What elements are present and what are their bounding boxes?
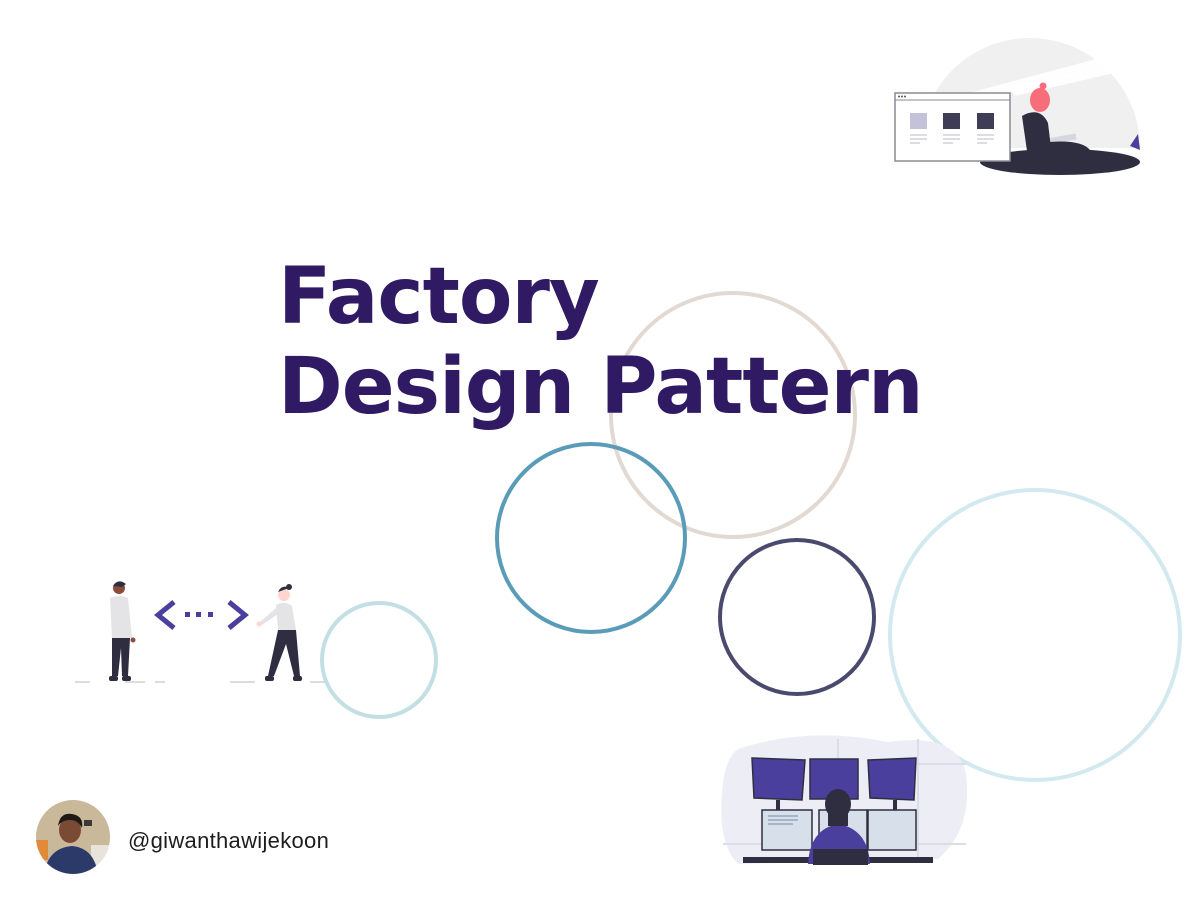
monitoring-workstation-illustration — [721, 735, 968, 865]
beige-ring — [609, 291, 857, 539]
pale-blue-ring-small — [320, 601, 438, 719]
title-line-2: Design Pattern — [278, 342, 924, 432]
title-line-1: Factory — [278, 252, 600, 342]
avatar — [36, 800, 110, 874]
profile-photo-icon — [36, 800, 110, 874]
page-title: Factory Design Pattern — [278, 252, 924, 432]
author-handle: @giwanthawijekoon — [128, 828, 330, 853]
two-people-connecting-illustration — [75, 581, 325, 683]
pale-blue-ring-large — [888, 488, 1182, 782]
navy-ring — [718, 538, 876, 696]
teal-ring — [495, 442, 687, 634]
woman-with-laptop-illustration — [894, 38, 1140, 175]
